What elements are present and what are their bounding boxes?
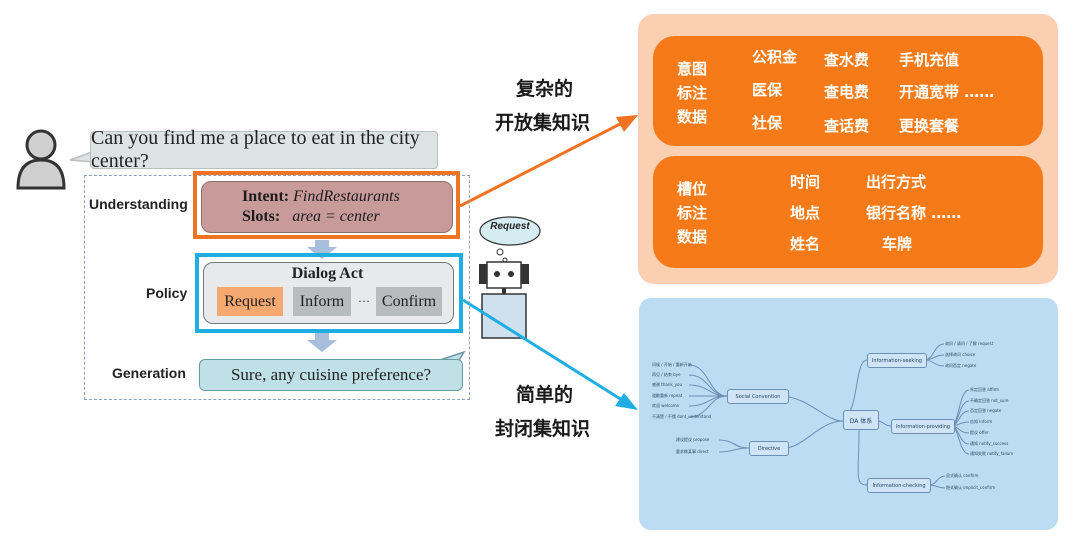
intent-item: 查水费 (824, 51, 870, 69)
mindmap-leaf: 提议 offer (970, 430, 989, 435)
complex-label-line1: 复杂的 (516, 78, 574, 100)
mindmap-leaf: 不确定回答 not_sure (970, 398, 1009, 403)
mindmap-root: DA 体系 (843, 410, 879, 430)
understanding-highlight (193, 171, 460, 239)
slot-item: 银行名称 …… (866, 204, 962, 222)
slots-value: area = center (292, 208, 380, 225)
mindmap-branch: Directive (749, 441, 789, 456)
mindmap-leaf: 建议提议 propose (676, 437, 710, 442)
mindmap-leaf: 问候 / 开始 / 重新开始 (652, 362, 692, 367)
intent-item: 更换套餐 (899, 117, 960, 135)
intent-item: 医保 (752, 81, 783, 99)
simple-label-line2: 封闭集知识 (495, 418, 591, 440)
blue-arrowhead-icon (615, 393, 638, 410)
user-utterance-bubble: Can you find me a place to eat in the ci… (90, 127, 438, 172)
down-arrow-icon (307, 240, 337, 259)
slot-item: 出行方式 (866, 173, 927, 191)
intent-item: 公积金 (752, 48, 798, 66)
mindmap-leaf: 不清楚 / 不懂 dont_understand (652, 414, 712, 419)
act-ellipsis: ··· (358, 294, 370, 308)
robot-thought: Request (490, 221, 530, 232)
intent-header-3: 数据 (677, 108, 708, 126)
down-arrow-icon (307, 333, 337, 352)
intent-item: 开通宽带 …… (899, 83, 995, 101)
mindmap-branch: Information-checking (867, 478, 931, 493)
mindmap-branch: Information-providing (891, 419, 955, 434)
intent-item: 社保 (752, 114, 783, 132)
slot-header-3: 数据 (677, 228, 708, 246)
mindmap-leaf: 通知 notify_success (970, 441, 1009, 446)
pipeline-frame (84, 175, 470, 400)
system-response-bubble: Sure, any cuisine preference? (199, 359, 463, 391)
mindmap-leaf: 告知 inform (970, 419, 993, 424)
mindmap-leaf: 否定回答 negate (970, 408, 1002, 413)
intent-key: Intent: (242, 188, 290, 205)
robot-icon (479, 216, 541, 339)
nlu-box: Intent: FindRestaurants Slots: area = ce… (201, 181, 453, 233)
policy-highlight (195, 253, 463, 333)
mindmap-leaf: 显式确认 confirm (946, 473, 979, 478)
slot-header-1: 槽位 (677, 180, 708, 198)
mindmap-leaf: 感谢 thank_you (652, 382, 683, 387)
act-request: Request (217, 287, 283, 316)
slot-item: 时间 (790, 173, 821, 191)
slots-key: Slots: (242, 208, 281, 225)
mindmap-leaf: 询问否定 negate (945, 363, 977, 368)
mindmap-leaf: 再见 / 结束 bye (652, 372, 681, 377)
intent-data-row (653, 36, 1043, 146)
mindmap-leaf: 道歉重新 repeat (652, 393, 683, 398)
intent-item: 手机充值 (899, 51, 960, 69)
understanding-label: Understanding (89, 196, 188, 212)
mindmap-leaf: 询问 / 请问 / 了解 request (945, 341, 994, 346)
mindmap-leaf: 通知失败 notify_failure (970, 451, 1014, 456)
intent-header-2: 标注 (677, 84, 708, 102)
intent-item: 查话费 (824, 117, 870, 135)
slot-item: 姓名 (790, 235, 821, 253)
slot-item: 车牌 (882, 235, 913, 253)
intent-item: 查电费 (824, 83, 870, 101)
mindmap-leaf: 肯定回答 affirm (970, 387, 1000, 392)
orange-arrowhead-icon (616, 115, 638, 132)
user-avatar-icon (16, 129, 66, 190)
slot-data-row (653, 156, 1043, 268)
mindmap-leaf: 选择询问 choice (945, 352, 976, 357)
complex-label-line2: 开放集知识 (495, 112, 591, 134)
intent-value: FindRestaurants (293, 188, 400, 205)
dialog-act-title: Dialog Act (291, 265, 364, 282)
policy-label: Policy (146, 285, 188, 301)
mindmap-leaf: 欢迎 welcome (652, 403, 680, 408)
simple-label-line1: 简单的 (516, 384, 574, 406)
mindmap-leaf: 要求做某事 direct (676, 449, 709, 454)
mindmap-branch: Information-seeking (867, 353, 927, 368)
act-inform: Inform (293, 287, 351, 316)
act-confirm: Confirm (376, 287, 442, 316)
intent-header-1: 意图 (677, 60, 708, 78)
slot-item: 地点 (790, 204, 821, 222)
generation-label: Generation (112, 365, 186, 381)
mindmap-leaf: 隐式确认 implicit_confirm (946, 485, 996, 490)
mindmap-branch: Social Convention (727, 389, 789, 404)
slot-header-2: 标注 (677, 204, 708, 222)
